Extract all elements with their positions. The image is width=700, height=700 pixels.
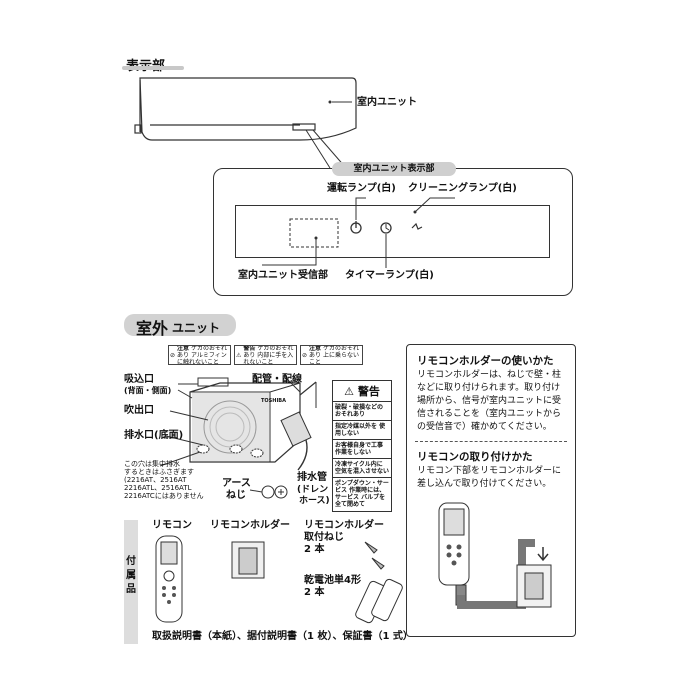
heading-underline (122, 66, 184, 70)
holder-illustration (438, 502, 552, 609)
drain-pipe-label-2: (ドレン (297, 485, 329, 495)
intake-label-2: (背面・側面) (124, 386, 172, 395)
drain-port-label: 排水口(底面) (124, 430, 184, 441)
accessories-side-bar (124, 520, 138, 644)
accessory-screws-qty: 2 本 (304, 544, 325, 555)
caution-labels: ⊘注意 ケガのおそれあり アルミフィンに触れないこと ⚠警告 ケガのおそれあり … (168, 345, 363, 365)
warning-card: ⚠ 警告 破裂・破損などの おそれあり 指定冷媒以外を 使用しない お客様自身で… (332, 380, 392, 512)
indoor-unit-body (139, 77, 357, 141)
accessories-vertical-label: 付属品 (126, 556, 136, 595)
drain-note: この穴は集中排水 するときはふさぎます (2216AT、2516AT 2216A… (124, 460, 204, 500)
cleaning-lamp-label: クリーニングランプ(白) (408, 183, 517, 194)
divider (415, 441, 567, 442)
accessory-battery-label: 乾電池単4形 (304, 575, 361, 586)
accessory-battery-qty: 2 本 (304, 587, 325, 598)
panel-title: 室内ユニット表示部 (332, 162, 456, 176)
accessory-remote-label: リモコン (152, 520, 192, 531)
accessory-screws-label-1: リモコンホルダー (304, 520, 384, 531)
attach-text: リモコン下部をリモコンホルダーに差し込んで取り付けてください。 (417, 466, 562, 489)
holder-usage-text: リモコンホルダーは、ねじで壁・柱などに取り付けられます。取り付け場所から、信号が… (417, 370, 562, 432)
drain-pipe-label-1: 排水管 (297, 472, 327, 483)
timer-lamp-label: タイマーランプ(白) (345, 270, 434, 281)
piping-label: 配管・配線 (252, 374, 302, 385)
caution-label-1: ⊘注意 ケガのおそれあり アルミフィンに触れないこと (168, 345, 231, 365)
attach-title: リモコンの取り付けかた (417, 451, 533, 463)
accessory-holder-label: リモコンホルダー (210, 520, 290, 531)
caution-label-3: ⊘注意 ケガのおそれあり 上に乗らないこと (300, 345, 363, 365)
ground-screw-label-2: ねじ (226, 490, 246, 501)
outdoor-heading-big: 室外 (136, 319, 169, 338)
indoor-unit-label: 室内ユニット (357, 97, 417, 108)
accessories-illustrations (155, 535, 403, 624)
brand-logo: TOSHIBA (261, 398, 286, 404)
remote-holder-box: リモコンホルダーの使いかた リモコンホルダーは、ねじで壁・柱などに取り付けられま… (406, 344, 576, 637)
warning-triangle-icon: ⚠ (236, 351, 242, 359)
drain-pipe-label-3: ホース) (299, 496, 330, 506)
receiver-label: 室内ユニット受信部 (238, 270, 328, 281)
intake-label-1: 吸込口 (124, 374, 154, 385)
accessory-documents: 取扱説明書（本紙）、据付説明書（1 枚）、保証書（1 式） (152, 631, 413, 642)
operation-lamp-label: 運転ランプ(白) (327, 183, 396, 194)
no-entry-icon: ⊘ (302, 351, 308, 359)
ground-screw-label-1: アース (222, 478, 251, 489)
display-strip (235, 205, 550, 258)
accessory-screws-label-2: 取付ねじ (304, 532, 344, 543)
holder-usage-title: リモコンホルダーの使いかた (417, 355, 554, 367)
caution-label-2: ⚠警告 ケガのおそれあり 内部に手を入れないこと (234, 345, 297, 365)
warning-triangle-icon: ⚠ (344, 385, 355, 398)
outdoor-heading-small: ユニット (172, 321, 221, 335)
outlet-label: 吹出口 (124, 405, 154, 416)
outdoor-heading-pill (124, 314, 236, 336)
no-entry-icon: ⊘ (170, 351, 176, 359)
